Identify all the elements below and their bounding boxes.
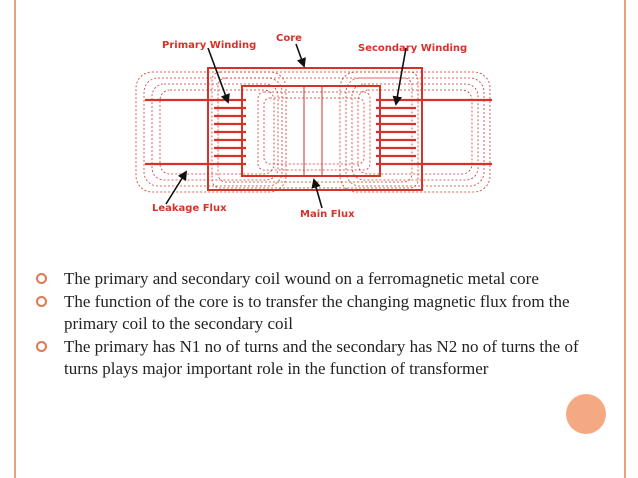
core-middle-limb xyxy=(303,86,323,176)
bullet-icon xyxy=(36,341,47,352)
bullet-list: The primary and secondary coil wound on … xyxy=(36,268,616,381)
bullet-text: The function of the core is to transfer … xyxy=(64,292,570,333)
bullet-item: The primary has N1 no of turns and the s… xyxy=(36,336,616,380)
slide-frame-left xyxy=(14,0,16,478)
secondary-winding xyxy=(376,98,492,166)
label-core: Core xyxy=(276,33,302,44)
transformer-diagram: Primary Winding Core Secondary Winding L… xyxy=(135,33,492,220)
transformer-core xyxy=(207,67,423,191)
bullet-icon xyxy=(36,273,47,284)
primary-winding xyxy=(145,98,246,166)
label-arrows xyxy=(165,43,407,209)
bullet-text: The primary and secondary coil wound on … xyxy=(64,269,539,288)
label-primary-winding: Primary Winding xyxy=(162,40,256,51)
label-secondary-winding: Secondary Winding xyxy=(358,43,467,54)
label-leakage-flux: Leakage Flux xyxy=(152,203,227,214)
pointer-highlight xyxy=(566,394,606,434)
slide-frame-right xyxy=(624,0,626,478)
label-main-flux: Main Flux xyxy=(300,209,355,220)
bullet-item: The function of the core is to transfer … xyxy=(36,291,616,335)
bullet-text: The primary has N1 no of turns and the s… xyxy=(64,337,579,378)
bullet-icon xyxy=(36,296,47,307)
leakage-flux-left xyxy=(135,71,287,193)
bullet-item: The primary and secondary coil wound on … xyxy=(36,268,616,290)
